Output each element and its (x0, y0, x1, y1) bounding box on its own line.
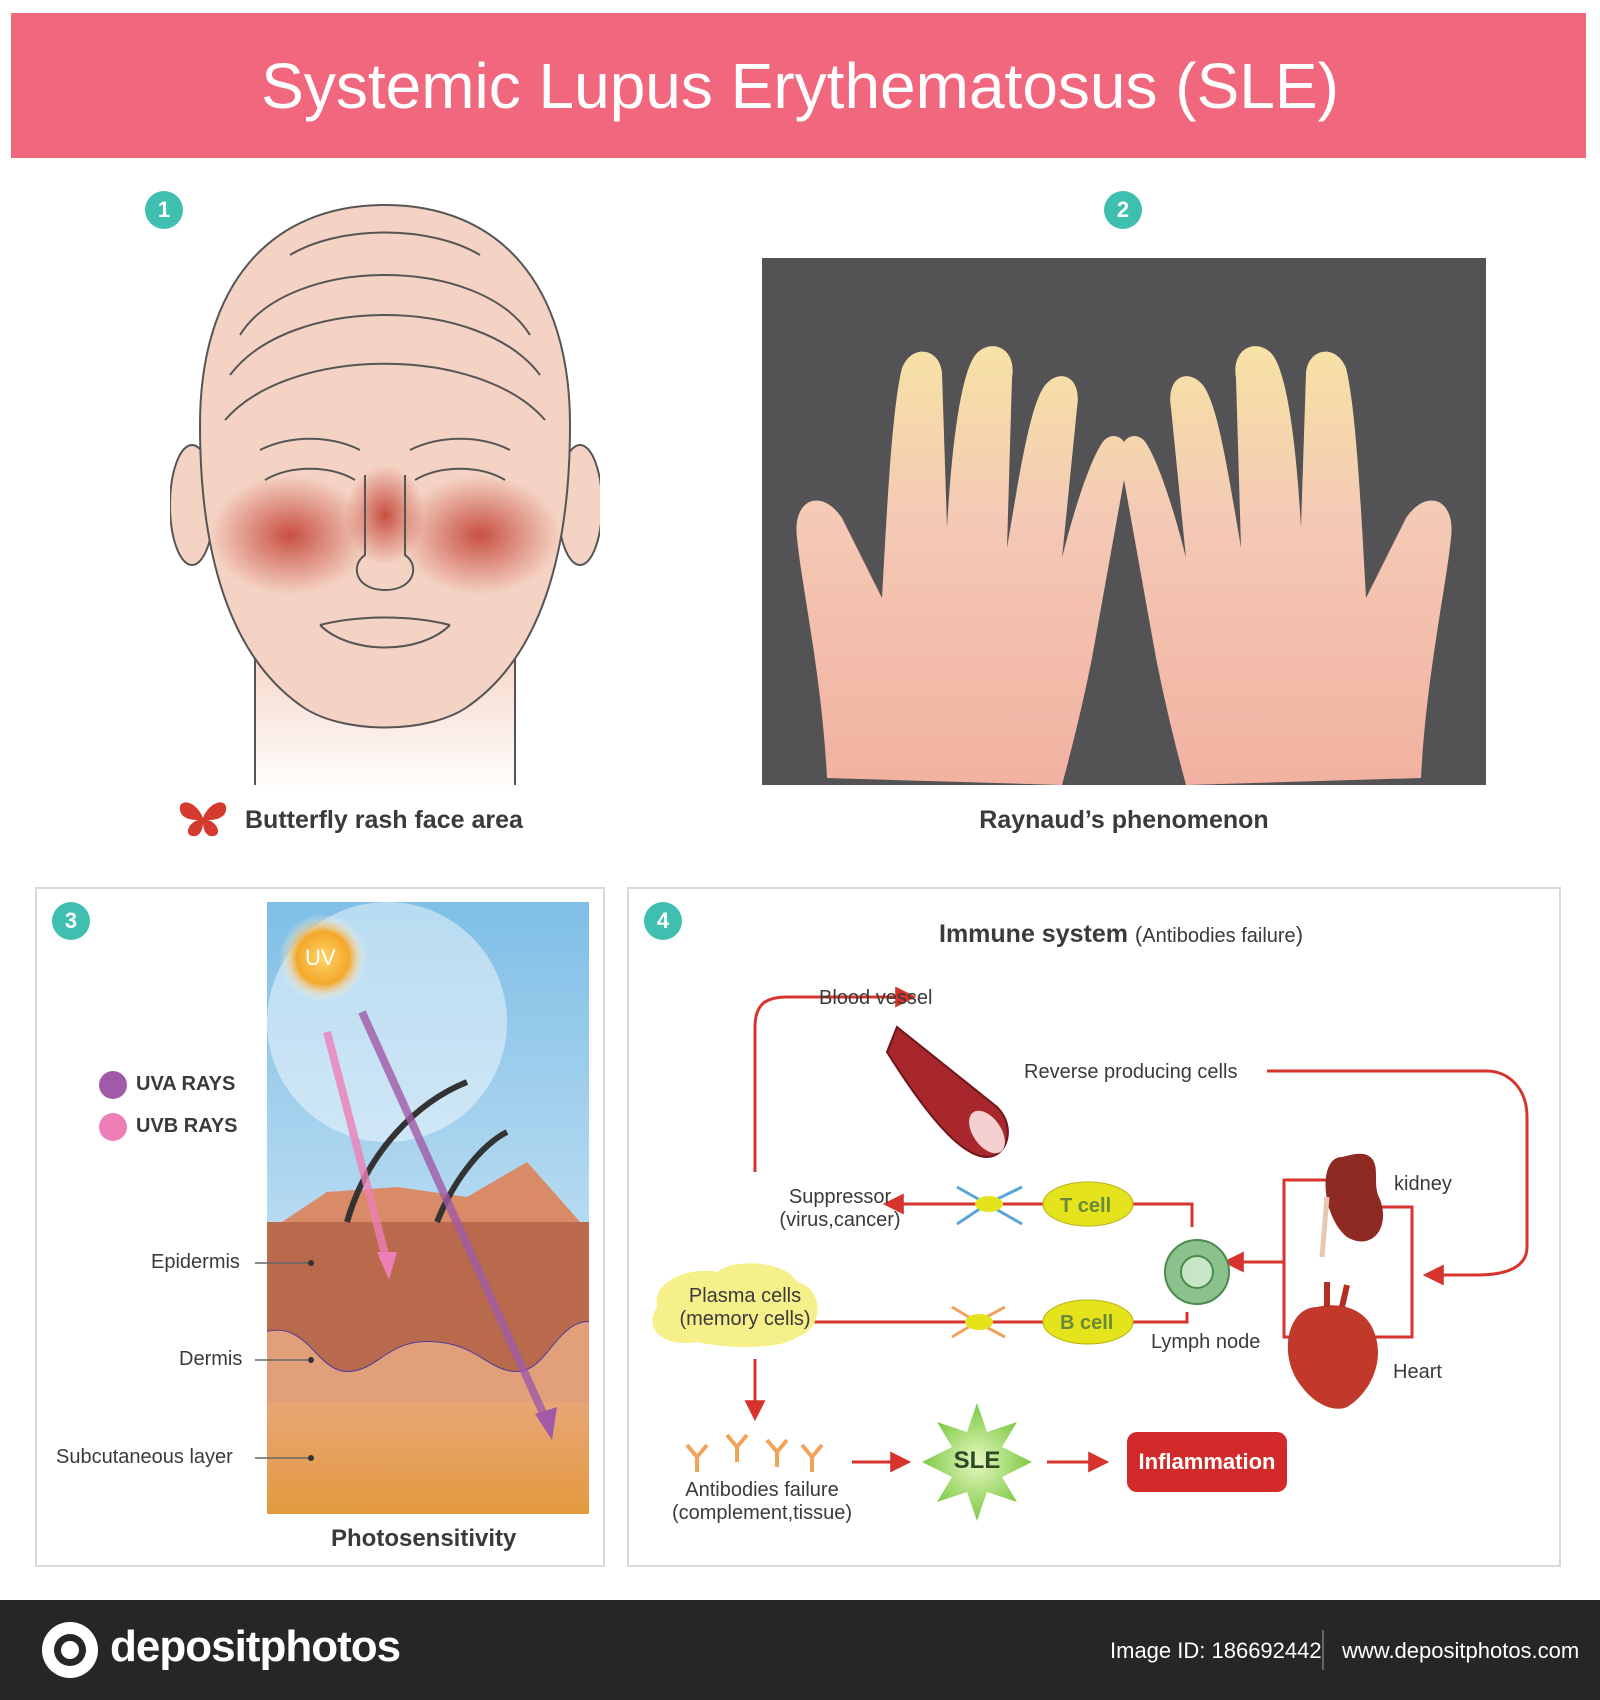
uvb-legend-swatch (99, 1113, 127, 1141)
raynauds-hands-illustration (762, 258, 1486, 785)
suppressor-line-2: (virus,cancer) (779, 1209, 901, 1231)
blood-vessel-label: Blood vessel (819, 987, 933, 1009)
uv-sun-label: UV (305, 945, 336, 970)
page-title: Systemic Lupus Erythematosus (SLE) (261, 50, 1339, 122)
antibodies-failure-label: Antibodies failure (complement,tissue) (662, 1479, 862, 1525)
t-cell-label: T cell (1060, 1195, 1112, 1217)
panel-3-badge: 3 (52, 902, 90, 940)
inflammation-label: Inflammation (1138, 1449, 1276, 1474)
immune-system-title: Immune system (Antibodies failure) (939, 920, 1303, 949)
footer-bar (0, 1600, 1600, 1700)
suppressor-line-1: Suppressor (788, 1186, 892, 1208)
immune-flow-diagram (652, 986, 1529, 1521)
footer-divider (1322, 1630, 1324, 1670)
plasma-line-1: Plasma cells (688, 1285, 802, 1307)
panel-2-caption: Raynaud’s phenomenon (979, 806, 1269, 834)
sle-label: SLE (953, 1447, 1001, 1474)
panel-3-caption: Photosensitivity (331, 1525, 517, 1552)
immune-title-main: Immune system (939, 920, 1128, 948)
heart-label: Heart (1393, 1361, 1442, 1383)
layer-leader-lines (255, 1260, 314, 1461)
dermis-label: Dermis (179, 1348, 243, 1370)
panel-1-badge: 1 (145, 191, 183, 229)
subcutaneous-label: Subcutaneous layer (56, 1446, 233, 1468)
antibodies-line-1: Antibodies failure (685, 1479, 839, 1501)
panel-4-badge: 4 (644, 902, 682, 940)
footer-image-id: Image ID: 186692442 (1110, 1638, 1322, 1663)
suppressor-label: Suppressor (virus,cancer) (770, 1186, 910, 1232)
skin-layers-illustration (267, 902, 589, 1514)
uvb-legend-label: UVB RAYS (136, 1115, 238, 1137)
immune-title-sub: Antibodies failure (1142, 925, 1296, 947)
antibodies-line-2: (complement,tissue) (671, 1502, 853, 1524)
plasma-line-2: (memory cells) (679, 1308, 811, 1330)
reverse-cells-label: Reverse producing cells (1024, 1061, 1238, 1083)
butterfly-icon (179, 802, 227, 837)
uva-legend-label: UVA RAYS (136, 1073, 236, 1095)
lymph-node-label: Lymph node (1151, 1331, 1261, 1353)
panel-1-caption: Butterfly rash face area (245, 806, 523, 834)
epidermis-label: Epidermis (151, 1251, 240, 1273)
plasma-cells-label: Plasma cells (memory cells) (665, 1285, 825, 1331)
title-banner (11, 13, 1586, 158)
panel-2-badge: 2 (1104, 191, 1142, 229)
depositphotos-camera-icon (42, 1622, 98, 1678)
footer-logo-text[interactable]: depositphotos (110, 1622, 401, 1671)
kidney-label: kidney (1394, 1173, 1452, 1195)
b-cell-label: B cell (1060, 1312, 1114, 1334)
uva-legend-swatch (99, 1071, 127, 1099)
butterfly-rash-face-illustration (170, 203, 600, 795)
immune-title-paren-open: ( (1134, 922, 1143, 947)
immune-title-paren-close: ) (1295, 922, 1304, 947)
footer-url-link[interactable]: www.depositphotos.com (1342, 1638, 1580, 1663)
